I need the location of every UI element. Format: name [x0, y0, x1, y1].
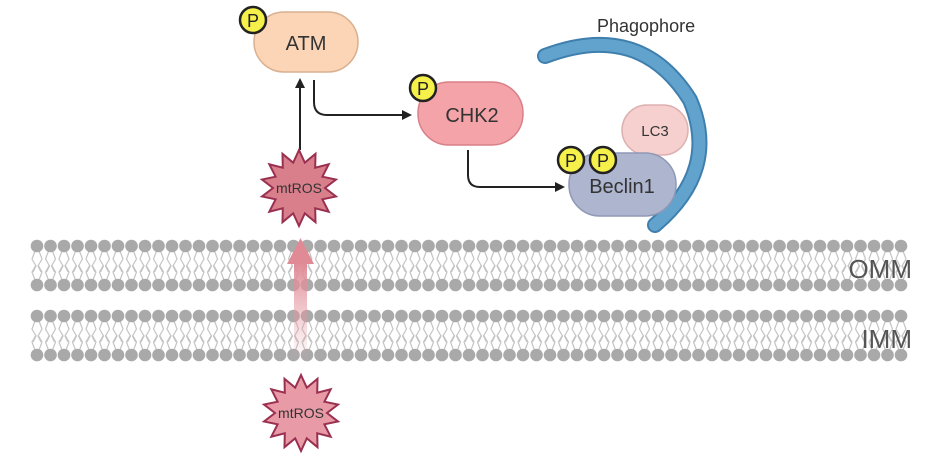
inner-mitochondrial-membrane [30, 309, 908, 362]
imm-label: IMM [861, 324, 912, 354]
phospho-badge: P [588, 145, 618, 175]
arrow-chk2-to-beclin1 [467, 150, 565, 192]
phospho-badge: P [556, 145, 586, 175]
phospho-badge: P [238, 5, 268, 35]
outer-mitochondrial-membrane [30, 239, 908, 292]
svg-text:mtROS: mtROS [278, 405, 324, 421]
svg-text:P: P [247, 11, 259, 31]
svg-text:mtROS: mtROS [276, 180, 322, 196]
svg-text:Beclin1: Beclin1 [589, 176, 655, 198]
atm-node: ATM [253, 11, 359, 73]
svg-text:LC3: LC3 [641, 123, 669, 140]
phospho-badge: P [408, 73, 438, 103]
mtros-lower: mtROS [261, 372, 341, 454]
lc3-node: LC3 [621, 104, 689, 156]
svg-text:ATM: ATM [286, 33, 327, 55]
svg-text:P: P [597, 151, 609, 171]
svg-text:P: P [417, 79, 429, 99]
beclin1-node: Beclin1 [568, 152, 677, 217]
svg-text:CHK2: CHK2 [445, 105, 498, 127]
membranes [30, 239, 908, 362]
arrow-atm-to-chk2 [313, 80, 412, 120]
mtros-diffusion-arrow [287, 238, 314, 362]
chk2-node: CHK2 [417, 81, 524, 146]
svg-text:P: P [565, 151, 577, 171]
mtros-upper: mtROS [259, 147, 339, 229]
omm-label: OMM [848, 254, 912, 284]
phagophore-label: Phagophore [597, 16, 695, 36]
